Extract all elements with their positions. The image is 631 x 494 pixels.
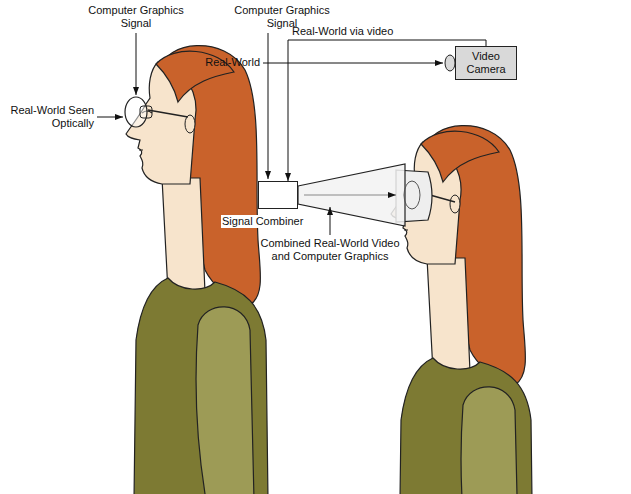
annotation-label: Real-World — [196, 56, 260, 69]
glasses-frame — [140, 106, 152, 118]
annotation-label: Computer Graphics Signal — [86, 4, 186, 30]
box-label: Signal Combiner — [221, 215, 304, 228]
video-camera-box: Video Camera — [455, 46, 517, 80]
leader-arrow — [97, 117, 123, 118]
video-see-through-woman — [391, 126, 533, 494]
display-light-path — [304, 195, 396, 196]
glasses-temple — [148, 110, 188, 117]
leader-arrow — [268, 33, 269, 179]
box-label: Video Camera — [461, 50, 511, 76]
hmd-lens — [404, 181, 420, 209]
leader-arrow — [263, 63, 443, 64]
annotation-label: Combined Real-World Video and Computer G… — [250, 237, 410, 263]
hmd-tube — [298, 164, 405, 226]
connector-label: Real-World via video — [292, 25, 393, 38]
leader-arrow — [136, 33, 137, 95]
leader-arrow — [330, 207, 331, 235]
hmd-strap — [430, 195, 455, 202]
camera-lens — [445, 55, 455, 71]
signal-combiner-box: Signal Combiner — [258, 181, 298, 209]
optical-see-through-woman — [126, 46, 268, 494]
annotation-label: Real-World Seen Optically — [6, 104, 94, 130]
see-through-lens — [125, 97, 147, 127]
